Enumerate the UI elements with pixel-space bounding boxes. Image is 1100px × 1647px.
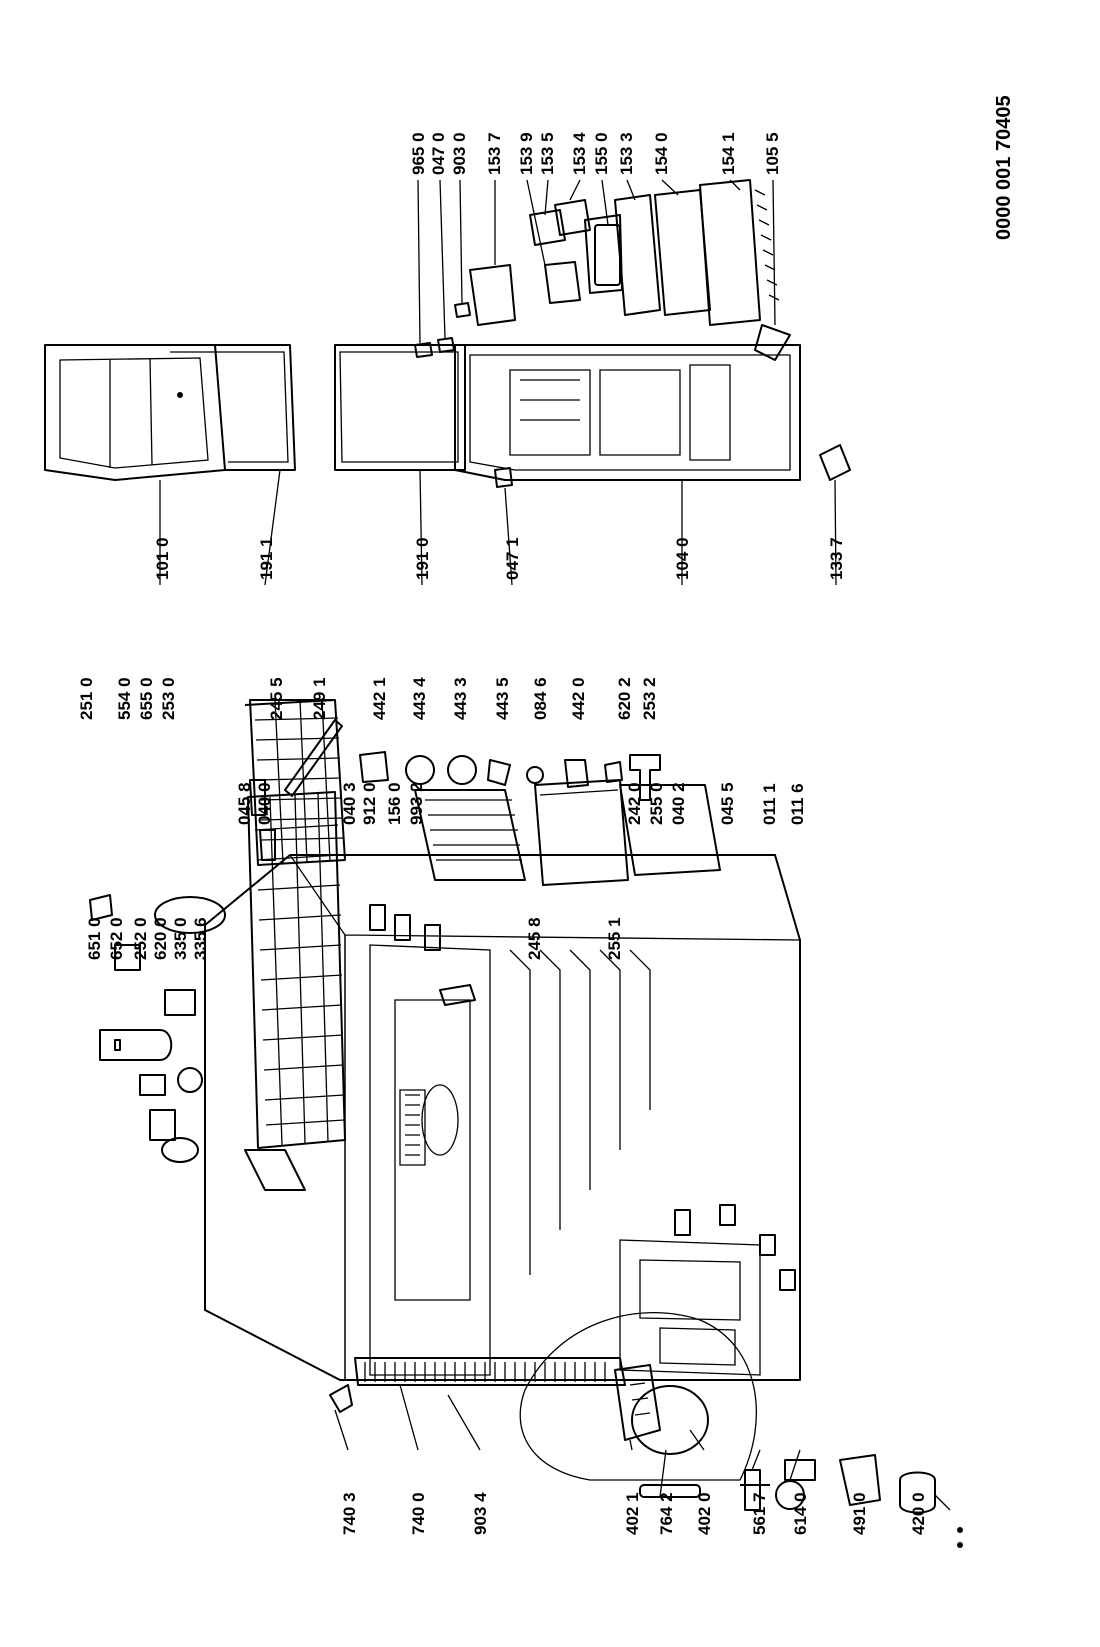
parts-illustration	[89, 779, 963, 1548]
label-255-0: 255 0	[647, 782, 666, 825]
label-153-5: 153 5	[538, 132, 557, 175]
label-084-6: 084 6	[531, 677, 550, 720]
label-101-0: 101 0	[153, 537, 172, 580]
label-255-1: 255 1	[605, 917, 624, 960]
label-047-0: 047 0	[429, 132, 448, 175]
labels-thermostat-top: 251 0 554 0 655 0 253 0 245 5 249 1 442 …	[77, 677, 659, 720]
label-655-0: 655 0	[137, 677, 156, 720]
bar-249-1	[284, 719, 343, 797]
label-554-0: 554 0	[115, 677, 134, 720]
glass-shelf-255-1	[534, 779, 629, 886]
label-045-5: 045 5	[718, 782, 737, 825]
label-154-0: 154 0	[652, 132, 671, 175]
label-191-1: 191 1	[257, 537, 276, 580]
label-561-7: 561 7	[750, 1492, 769, 1535]
label-153-3: 153 3	[617, 132, 636, 175]
label-420-0: 420 0	[909, 1492, 928, 1535]
label-620-2: 620 2	[615, 677, 634, 720]
label-614-0: 614 0	[791, 1492, 810, 1535]
label-155-0: 155 0	[592, 132, 611, 175]
leader-lines	[159, 179, 837, 1498]
door-bins	[469, 179, 791, 361]
label-335-0: 335 0	[171, 917, 190, 960]
label-335-6: 335 6	[191, 917, 210, 960]
label-105-5: 105 5	[763, 132, 782, 175]
label-011-1: 011 1	[760, 783, 779, 825]
labels-door-top: 965 0 047 0 903 0 153 7 153 9 153 5 153 …	[409, 132, 782, 175]
label-442-1: 442 1	[370, 677, 389, 720]
label-156-0: 156 0	[385, 782, 404, 825]
glass-shelf-255-0	[619, 784, 721, 876]
label-740-0: 740 0	[409, 1492, 428, 1535]
label-651-0: 651 0	[85, 917, 104, 960]
fan-components	[359, 751, 661, 801]
shelves	[244, 1149, 306, 1191]
label-154-1: 154 1	[719, 132, 738, 175]
label-153-4: 153 4	[570, 132, 589, 175]
labels-door-bottom: 101 0 191 1 191 0 047 1 104 0 133 7	[153, 537, 846, 580]
label-153-9: 153 9	[517, 132, 536, 175]
foot-740-3	[329, 1384, 353, 1413]
label-252-0: 252 0	[131, 917, 150, 960]
label-253-0: 253 0	[159, 677, 178, 720]
door-fittings	[414, 302, 851, 488]
labels-hinges: 045 8 040 0 040 3 912 0 156 0 993 2 242 …	[235, 782, 807, 825]
label-153-7: 153 7	[485, 132, 504, 175]
label-652-0: 652 0	[107, 917, 126, 960]
freezer-gasket	[165, 344, 296, 471]
label-965-0: 965 0	[409, 132, 428, 175]
fridge-gasket	[334, 344, 466, 471]
label-443-4: 443 4	[410, 677, 429, 720]
label-764-2: 764 2	[657, 1492, 676, 1535]
cabinet-body	[204, 854, 801, 1481]
label-443-5: 443 5	[493, 677, 512, 720]
label-903-0: 903 0	[450, 132, 469, 175]
label-442-0: 442 0	[569, 677, 588, 720]
label-011-6: 011 6	[788, 783, 807, 825]
shelf-art	[247, 791, 346, 1149]
label-047-1: 047 1	[503, 537, 522, 580]
thermostat-cluster	[89, 894, 226, 1163]
freezer-grid	[399, 1089, 426, 1166]
label-040-3: 040 3	[340, 782, 359, 825]
label-253-2: 253 2	[640, 677, 659, 720]
label-912-0: 912 0	[360, 782, 379, 825]
freezer-door	[44, 344, 226, 481]
label-045-8: 045 8	[235, 782, 254, 825]
wire-shelf-245-5-final	[249, 699, 346, 866]
label-903-4: 903 4	[471, 1492, 490, 1535]
label-402-0: 402 0	[695, 1492, 714, 1535]
label-402-1: 402 1	[623, 1492, 642, 1535]
label-245-8: 245 8	[525, 917, 544, 960]
wire-shelf-245-8	[414, 789, 526, 881]
label-620-0: 620 0	[151, 917, 170, 960]
loose-components	[639, 1454, 963, 1548]
compressor	[614, 1364, 709, 1455]
label-245-5: 245 5	[267, 677, 286, 720]
label-242-0: 242 0	[625, 782, 644, 825]
label-040-2: 040 2	[669, 782, 688, 825]
condenser-grille	[354, 1357, 626, 1386]
label-251-0: 251 0	[77, 677, 96, 720]
label-993-2: 993 2	[407, 782, 426, 825]
document-code: 0000 001 70405	[993, 95, 1015, 240]
label-491-0: 491 0	[850, 1492, 869, 1535]
label-249-1: 249 1	[310, 677, 329, 720]
labels-thermostat-bottom: 651 0 652 0 252 0 620 0 335 0 335 6 245 …	[85, 917, 624, 960]
label-040-0: 040 0	[255, 782, 274, 825]
label-740-3: 740 3	[340, 1492, 359, 1535]
labels-left-bottom: 740 3 740 0 903 4 402 1 764 2 402 0 561 …	[340, 1492, 928, 1535]
fridge-door	[454, 344, 801, 481]
label-443-3: 443 3	[451, 677, 470, 720]
label-133-7: 133 7	[827, 537, 846, 580]
label-191-0: 191 0	[413, 537, 432, 580]
wire-shelf-main	[250, 790, 338, 1145]
